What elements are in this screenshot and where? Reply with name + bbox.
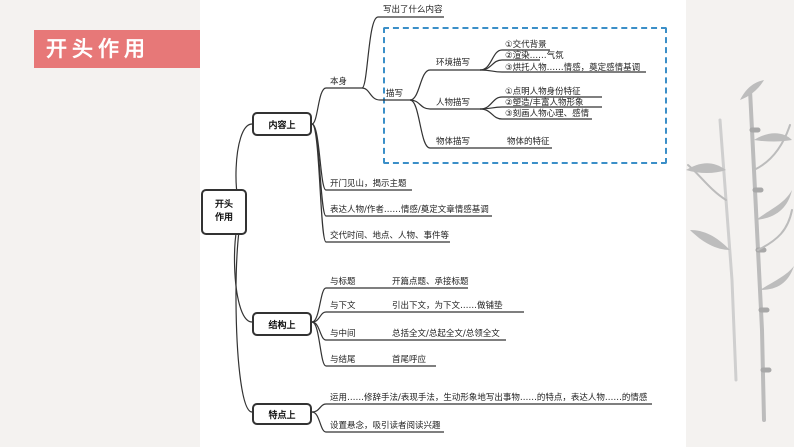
describe-label: 描写 xyxy=(386,89,404,99)
content-node: 内容上 xyxy=(252,112,312,136)
object-feature-value: 物体的特征 xyxy=(507,137,550,147)
structure-row-label: 与结尾 xyxy=(330,355,356,365)
person-item: ①点明人物身份特征 xyxy=(505,87,581,97)
person-item: ②塑造/丰富人物形象 xyxy=(505,98,584,108)
root-node: 开头 作用 xyxy=(201,189,247,235)
env-item: ③烘托人物……情感，奠定感情基调 xyxy=(505,63,641,73)
structure-row-value: 引出下文，为下文……做铺垫 xyxy=(392,301,503,311)
description-highlight-frame xyxy=(383,27,667,164)
person-item: ③刻画人物心理、感情 xyxy=(505,109,590,119)
feature-node: 特点上 xyxy=(252,403,312,425)
express-emotion-label: 表达人物/作者……情感/奠定文章情感基调 xyxy=(330,205,489,215)
structure-node: 结构上 xyxy=(252,312,312,336)
structure-row-label: 与下文 xyxy=(330,301,356,311)
slide-title: 开头作用 xyxy=(46,37,150,61)
title-banner xyxy=(34,30,222,68)
structure-row-label: 与中间 xyxy=(330,329,356,339)
person-description-label: 人物描写 xyxy=(436,98,471,108)
env-item: ②渲染……气氛 xyxy=(505,51,564,61)
structure-row-label: 与标题 xyxy=(330,277,356,287)
what-content-label: 写出了什么内容 xyxy=(383,5,443,15)
structure-row-value: 开篇点题、承接标题 xyxy=(392,277,469,287)
mindmap-panel xyxy=(200,0,686,447)
env-description-label: 环境描写 xyxy=(436,58,471,68)
itself-label: 本身 xyxy=(330,77,348,87)
env-item: ①交代背景 xyxy=(505,40,547,50)
bamboo-decoration-icon xyxy=(686,80,794,422)
feature-row: 运用……修辞手法/表现手法，生动形象地写出事物……的特点，表达人物……的情感 xyxy=(330,393,648,403)
structure-row-value: 首尾呼应 xyxy=(392,355,427,365)
object-description-label: 物体描写 xyxy=(436,137,471,147)
structure-row-value: 总括全文/总起全文/总领全文 xyxy=(392,329,500,339)
feature-row: 设置悬念，吸引读者阅读兴趣 xyxy=(330,421,441,431)
time-place-label: 交代时间、地点、人物、事件等 xyxy=(330,231,450,241)
open-theme-label: 开门见山，揭示主题 xyxy=(330,179,407,189)
